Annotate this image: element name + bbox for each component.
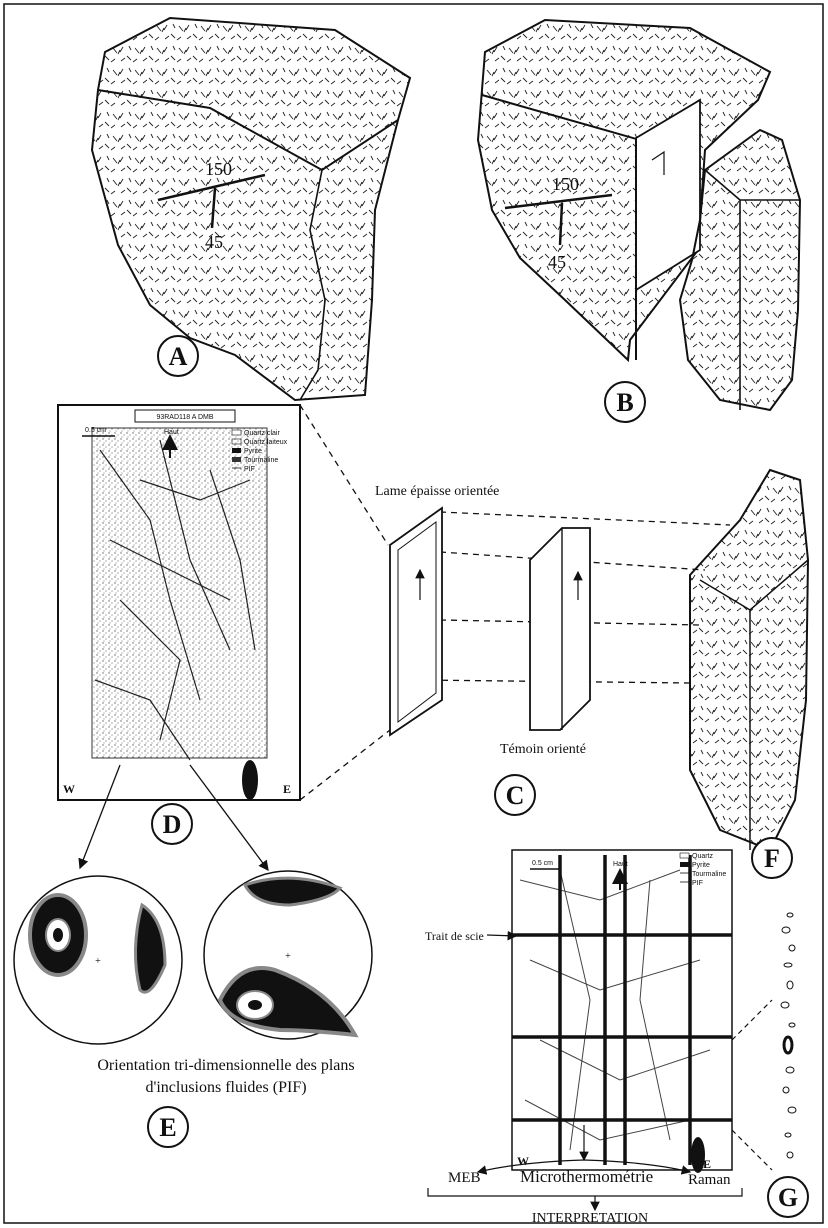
svg-text:+: + <box>285 951 291 962</box>
tourmaline-grain <box>242 760 258 800</box>
zoom-lines <box>732 1000 772 1170</box>
interpretation-label: INTERPRETATION <box>532 1211 648 1226</box>
dip-value: 45 <box>548 252 566 272</box>
svg-text:E: E <box>159 1113 176 1142</box>
svg-text:G: G <box>778 1183 798 1212</box>
svg-text:Quartz clair: Quartz clair <box>244 430 280 437</box>
oriented-witness-label: Témoin orienté <box>500 742 586 757</box>
oriented-witness-block <box>530 528 590 730</box>
label-d: D <box>152 804 192 844</box>
stereonet-caption-line1: Orientation tri-dimensionnelle des plans <box>97 1057 354 1074</box>
svg-text:PIF: PIF <box>244 466 255 473</box>
svg-text:Quartz laiteux: Quartz laiteux <box>244 439 288 446</box>
analyses-bracket <box>428 1188 742 1196</box>
analysis-raman: Raman <box>688 1172 731 1188</box>
analysis-meb: MEB <box>448 1170 481 1186</box>
scale-label: 0.5 cm <box>532 860 553 867</box>
thick-section-label: Lame épaisse orientée <box>375 484 499 499</box>
label-c: C <box>495 775 535 815</box>
svg-text:W: W <box>63 782 75 796</box>
svg-text:A: A <box>169 342 188 371</box>
svg-text:B: B <box>616 388 633 417</box>
projection-lines <box>300 405 730 800</box>
up-label: Haut <box>164 429 179 436</box>
svg-text:E: E <box>703 1157 711 1171</box>
stereonet-1: + <box>14 876 182 1044</box>
svg-text:D: D <box>163 810 182 839</box>
remaining-slab <box>690 470 808 850</box>
svg-text:Tourmaline: Tourmaline <box>244 457 278 464</box>
strike-value: 150 <box>205 159 232 179</box>
strike-value: 150 <box>552 174 579 194</box>
saw-cut-label: Trait de scie <box>425 929 484 943</box>
svg-text:+: + <box>95 956 101 967</box>
dip-value: 45 <box>205 232 223 252</box>
label-f: F <box>752 838 792 878</box>
stereonet-2: + <box>204 871 372 1039</box>
block-b: 150 45 <box>478 20 800 410</box>
svg-text:W: W <box>517 1154 529 1168</box>
svg-text:F: F <box>764 844 780 873</box>
section-title: 93RAD118 A DMB <box>156 414 213 421</box>
up-label: Haut <box>613 861 628 868</box>
thin-section-d: 93RAD118 A DMB 0.5 cm Haut Quartz clair … <box>58 405 300 800</box>
svg-text:Tourmaline: Tourmaline <box>692 871 726 878</box>
label-e: E <box>148 1107 188 1147</box>
section-f: 0.5 cm Haut Quartz Pyrite Tourmaline PIF… <box>512 850 732 1173</box>
block-a: 150 45 <box>92 18 410 400</box>
stereonet-caption-line2: d'inclusions fluides (PIF) <box>145 1079 306 1096</box>
analysis-microthermometry: Microthermométrie <box>520 1167 653 1186</box>
svg-text:PIF: PIF <box>692 880 703 887</box>
svg-text:Pyrite: Pyrite <box>244 448 262 455</box>
svg-text:Pyrite: Pyrite <box>692 862 710 869</box>
label-g: G <box>768 1177 808 1217</box>
svg-text:C: C <box>506 781 525 810</box>
fluid-inclusions-zoom <box>781 913 796 1158</box>
section-c: Lame épaisse orientée Témoin orienté <box>375 470 808 850</box>
label-a: A <box>158 336 198 376</box>
svg-text:Quartz: Quartz <box>692 853 714 860</box>
label-b: B <box>605 382 645 422</box>
scale-label: 0.5 cm <box>85 427 106 434</box>
svg-text:E: E <box>283 782 291 796</box>
